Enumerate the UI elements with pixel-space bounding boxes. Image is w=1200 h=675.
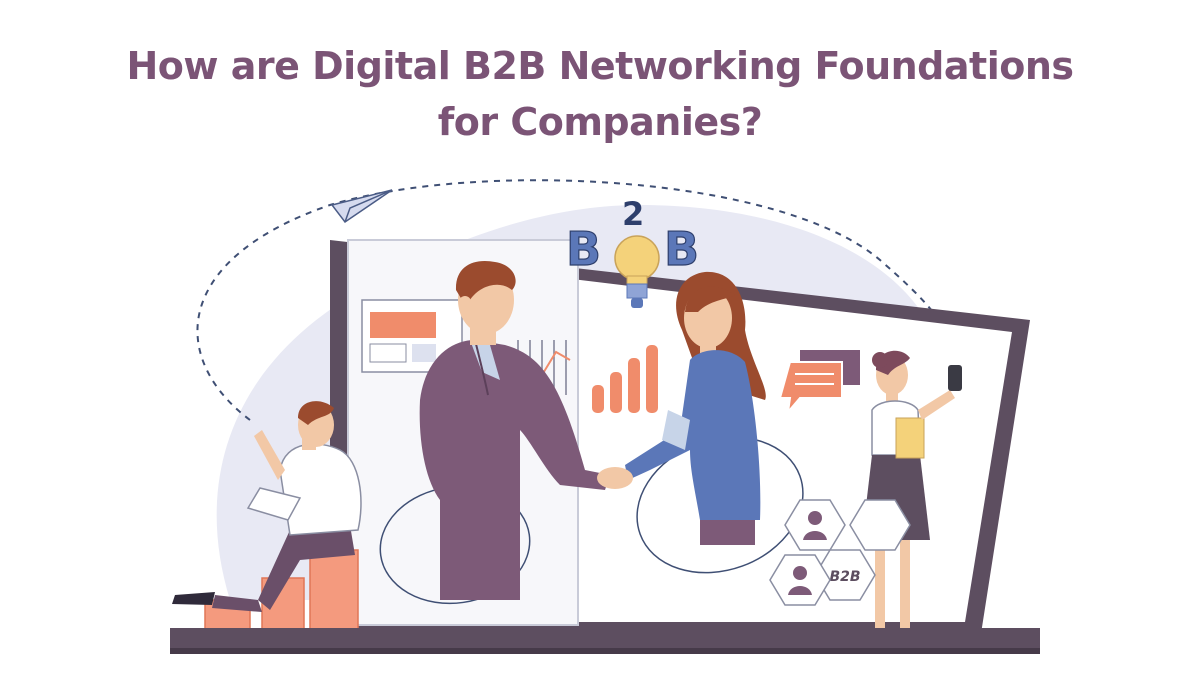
title-line-2: for Companies?	[437, 100, 763, 144]
handshake	[597, 467, 633, 489]
lightbulb-icon: B 2 B	[565, 195, 700, 308]
businesswoman-figure	[625, 271, 766, 545]
b2b-hexagon: B2B	[814, 549, 876, 601]
b2b-number: 2	[622, 195, 644, 233]
hex-badge-text: B2B	[829, 569, 860, 585]
bar-chart-icon	[592, 345, 658, 413]
businessman-figure	[419, 260, 610, 600]
laptop-base	[170, 628, 1040, 654]
b2b-letter-left: B	[566, 222, 601, 276]
paper-plane-icon	[330, 189, 393, 224]
page-title: How are Digital B2B Networking Foundatio…	[0, 38, 1200, 150]
user-hexagon-icon	[784, 499, 846, 551]
title-line-1: How are Digital B2B Networking Foundatio…	[126, 44, 1075, 88]
user-hexagon-icon	[769, 554, 831, 606]
b2b-letter-right: B	[664, 222, 699, 276]
smartphone-icon	[948, 365, 962, 391]
chat-bubbles-icon	[778, 350, 860, 416]
hexagon-network: B2B	[769, 499, 911, 606]
user-hexagon-icon	[849, 499, 911, 551]
dashed-flight-path	[196, 179, 951, 421]
